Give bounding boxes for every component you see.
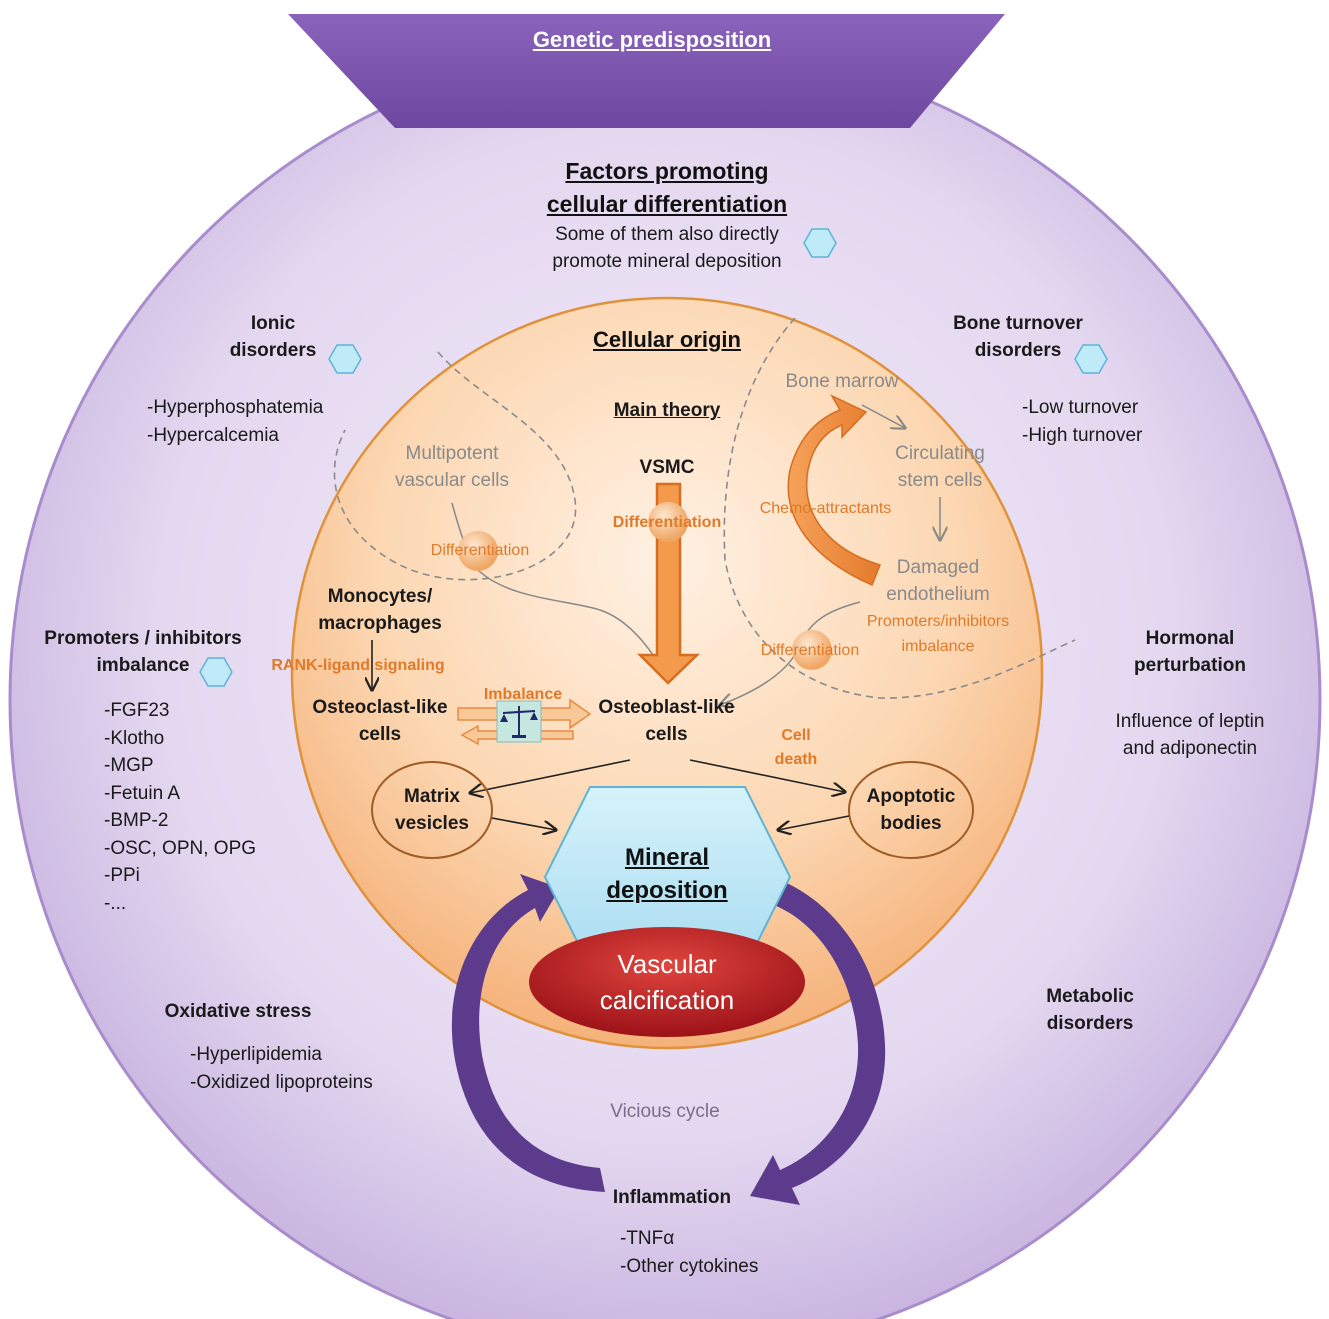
chemo-curved-arrow [787, 394, 882, 586]
bone-turnover-title: Bone turnover disorders [953, 313, 1083, 361]
damaged-endothelium-label: Damaged endothelium [886, 557, 990, 605]
list-item: -Fetuin A [104, 782, 181, 804]
hexagon-icon [803, 228, 837, 258]
promoters-list: -FGF23 -Klotho -MGP -Fetuin A -BMP-2 -OS… [104, 697, 256, 917]
differentiation-ball-endothelium [792, 630, 832, 670]
apoptotic-bodies-label: Apoptotic bodies [866, 786, 956, 834]
hexagon-icon [328, 344, 362, 374]
rank-label: RANK-ligand signaling [271, 657, 445, 674]
list-item: -BMP-2 [104, 810, 169, 831]
matrix-vesicles-label: Matrix vesicles [395, 786, 469, 834]
bone-turnover-list: -Low turnover -High turnover [1022, 394, 1142, 449]
osteoblast-label: Osteoblast-like cells [598, 697, 735, 745]
genetic-banner [288, 14, 1005, 128]
inflammation-list: -TNFα -Other cytokines [620, 1225, 758, 1280]
matrix-to-mineral-arrow [491, 817, 556, 830]
cycle-arrow-right [750, 880, 886, 1205]
inflammation-title: Inflammation [612, 1187, 732, 1208]
osteoblast-to-matrix-arrow [470, 759, 631, 793]
list-item: -Hyperphosphatemia [147, 397, 324, 418]
vsmc-differentiation-label: Differentiation [612, 514, 722, 531]
list-item: -MGP [104, 755, 154, 776]
list-item: -TNFα [620, 1228, 675, 1249]
imbalance-label: Imbalance [483, 686, 563, 703]
multipotent-label: Multipotent vascular cells [394, 443, 510, 491]
list-item: -Hypercalcemia [147, 424, 279, 446]
ionic-title: Ionic disorders [229, 313, 317, 361]
balance-scale-icon [496, 700, 542, 743]
matrix-vesicles-circle [371, 761, 493, 859]
list-item: -Other cytokines [620, 1255, 759, 1277]
vicious-cycle-label: Vicious cycle [610, 1101, 720, 1122]
main-theory-label: Main theory [613, 400, 721, 421]
differentiation-ball-multipotent [458, 531, 498, 571]
vsmc-label: VSMC [639, 457, 695, 478]
cell-death-label: Cell death [774, 727, 818, 768]
promoters-title: Promoters / inhibitors imbalance [44, 628, 242, 676]
list-item: -Klotho [104, 727, 165, 749]
apoptotic-to-mineral-arrow [778, 815, 850, 830]
apoptotic-bodies-circle [848, 761, 974, 859]
factors-title: Factors promoting cellular differentiati… [546, 158, 788, 217]
list-item: -... [104, 892, 127, 914]
hexagon-icon [199, 657, 233, 687]
hormonal-title: Hormonal perturbation [1134, 628, 1246, 676]
hormonal-note: Influence of leptin and adiponectin [1115, 711, 1265, 759]
differentiation-ball-vsmc [648, 502, 688, 542]
list-item: -High turnover [1022, 424, 1143, 446]
marrow-region [723, 317, 1076, 699]
osteoclast-label: Osteoclast-like cells [312, 697, 448, 745]
list-item: -PPi [104, 865, 140, 886]
multipotent-region [333, 351, 577, 581]
marrow-to-circulating-arrow [861, 404, 905, 428]
osteoblast-to-apoptotic-arrow [689, 759, 845, 792]
genetic-predisposition-title: Genetic predisposition [532, 27, 772, 52]
oxidative-title: Oxidative stress [164, 1001, 312, 1022]
cycle-arrow-left [451, 874, 605, 1192]
list-item: -FGF23 [104, 700, 170, 721]
hexagon-icon [1074, 344, 1108, 374]
monocytes-label: Monocytes/ macrophages [318, 586, 442, 634]
vascular-calcification-label: Vascular calcification [599, 949, 735, 1015]
circulating-label: Circulating stem cells [895, 443, 985, 491]
endo-differentiation-label: Differentiation [760, 642, 860, 659]
list-item: -OSC, OPN, OPG [104, 837, 257, 859]
cellular-origin-title: Cellular origin [593, 327, 741, 352]
list-item: -Hyperlipidemia [190, 1044, 322, 1065]
factors-note: Some of them also directly promote miner… [552, 224, 782, 272]
chemo-label: Chemo-attractants [759, 500, 892, 517]
metabolic-title: Metabolic disorders [1046, 986, 1134, 1034]
oxidative-list: -Hyperlipidemia -Oxidized lipoproteins [190, 1041, 373, 1096]
list-item: -Oxidized lipoproteins [190, 1071, 373, 1093]
calcification-ellipse [529, 927, 805, 1037]
bone-marrow-label: Bone marrow [785, 371, 899, 392]
ionic-list: -Hyperphosphatemia -Hypercalcemia [147, 394, 323, 449]
mineral-deposition-label: Mineral deposition [606, 844, 728, 904]
list-item: -Low turnover [1022, 397, 1139, 418]
endo-imbalance-label: Promoters/inhibitors imbalance [866, 613, 1010, 655]
multipotent-differentiation-label: Differentiation [430, 542, 530, 559]
